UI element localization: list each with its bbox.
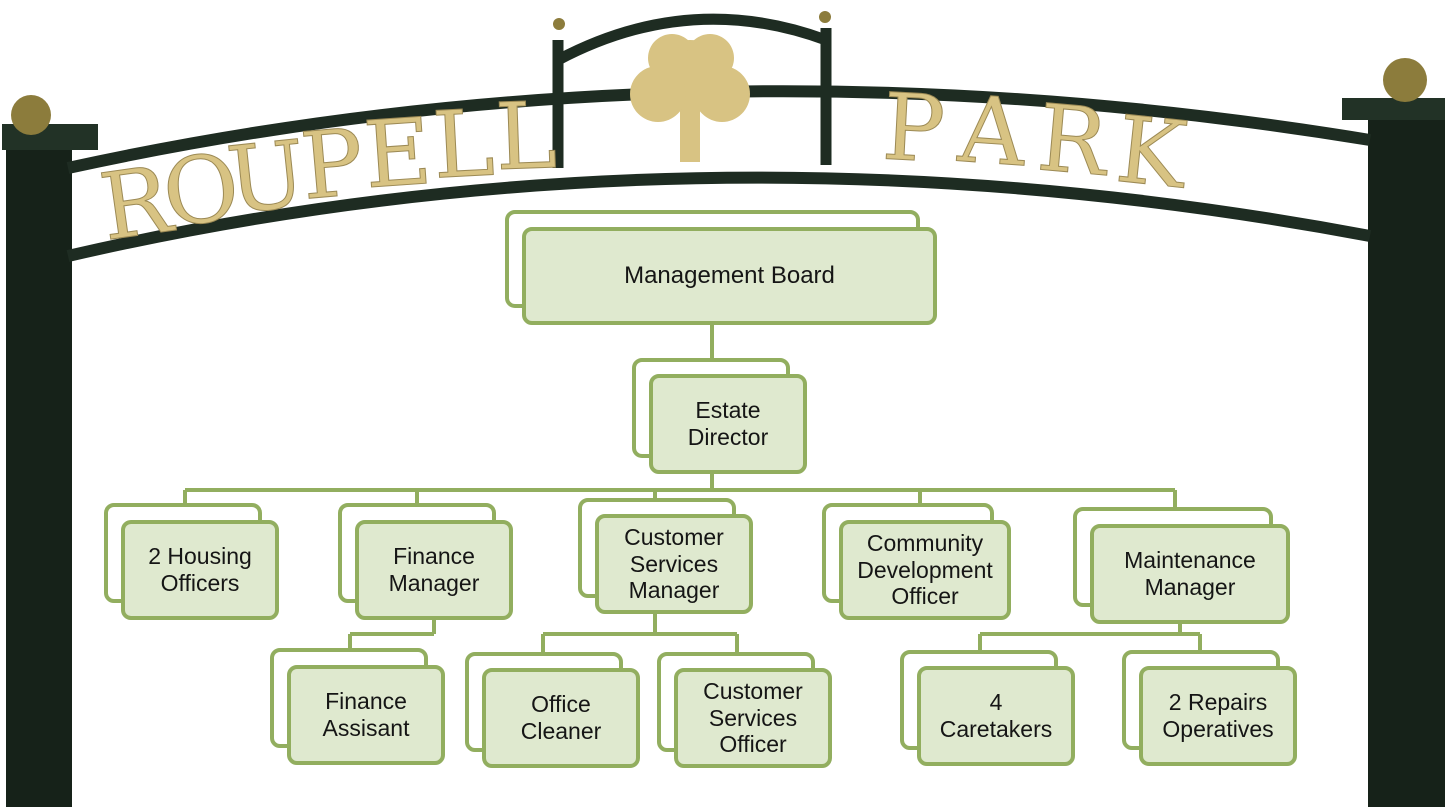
caretakers-node: 4 Caretakers: [917, 666, 1075, 766]
office-cleaner-node: Office Cleaner: [482, 668, 640, 768]
tree-emblem: [630, 34, 750, 162]
park-letter: P: [880, 73, 947, 183]
roupell-letter: P: [297, 109, 368, 221]
community-development-officer-label: Community Development Officer: [857, 529, 993, 610]
customer-services-officer-node: Customer Services Officer: [674, 668, 832, 768]
gate-center-finial-right: [819, 11, 831, 23]
housing-officers-label: 2 Housing Officers: [148, 543, 252, 596]
roupell-letter: O: [157, 133, 245, 248]
finance-manager-label: Finance Manager: [388, 543, 480, 596]
housing-officers-node: 2 Housing Officers: [121, 520, 279, 620]
repairs-operatives-node: 2 Repairs Operatives: [1139, 666, 1297, 766]
right-finial-ball: [1383, 58, 1427, 102]
management-board-node: Management Board: [522, 227, 937, 325]
repairs-operatives-label: 2 Repairs Operatives: [1162, 689, 1274, 742]
customer-services-officer-label: Customer Services Officer: [703, 677, 803, 758]
roupell-letter: L: [430, 90, 497, 200]
right-post-cap: [1342, 98, 1445, 120]
finance-manager-node: Finance Manager: [355, 520, 513, 620]
park-letter: A: [954, 76, 1030, 188]
estate-director-label: Estate Director: [687, 397, 769, 450]
caretakers-label: 4 Caretakers: [939, 689, 1053, 742]
customer-services-manager-node: Customer Services Manager: [595, 514, 753, 614]
office-cleaner-label: Office Cleaner: [520, 691, 602, 744]
customer-services-manager-label: Customer Services Manager: [624, 523, 724, 604]
gate-arch-lower: [66, 171, 1372, 262]
management-board-label: Management Board: [624, 262, 835, 290]
park-letter: K: [1112, 96, 1194, 210]
roupell-letter: U: [223, 120, 311, 235]
park-letter: R: [1034, 84, 1115, 197]
finance-assistant-node: Finance Assisant: [287, 665, 445, 765]
finance-assistant-label: Finance Assisant: [322, 688, 410, 741]
roupell-letter: L: [494, 82, 559, 191]
maintenance-manager-label: Maintenance Manager: [1124, 547, 1256, 600]
estate-director-node: Estate Director: [649, 374, 807, 474]
gate-center-arch: [555, 13, 828, 65]
roupell-letter: E: [361, 98, 435, 209]
maintenance-manager-node: Maintenance Manager: [1090, 524, 1290, 624]
community-development-officer-node: Community Development Officer: [839, 520, 1011, 620]
gate-center-finial-left: [553, 18, 565, 30]
left-gate-post: [6, 140, 72, 807]
right-gate-post: [1368, 110, 1445, 807]
left-finial-ball: [11, 95, 51, 135]
